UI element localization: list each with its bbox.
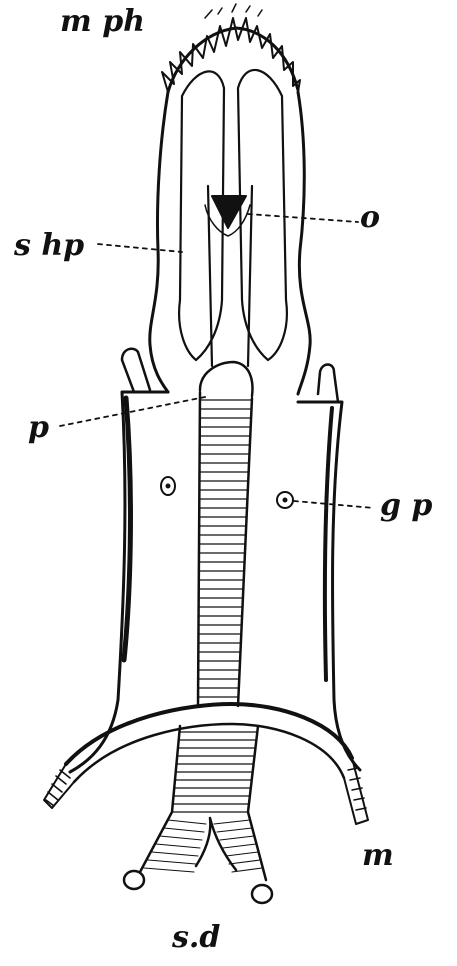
duct-branches-outline: [138, 724, 268, 882]
pore-right: [276, 491, 294, 509]
duct-ring: [216, 827, 253, 833]
label-o: o: [360, 200, 381, 235]
mouth-opening: [211, 195, 247, 229]
pad: [198, 360, 254, 398]
inner-plate-right: [236, 68, 288, 362]
duct-ring: [147, 859, 197, 865]
duct-ring: [228, 859, 261, 865]
fringe-left: [43, 763, 75, 809]
duct-ring: [231, 867, 263, 873]
label-mph: m ph: [60, 4, 145, 39]
duct-trunk-outline: [196, 390, 254, 708]
duct-tip-left: [122, 869, 146, 891]
inner-plate-left: [178, 70, 226, 362]
duct-ring: [219, 835, 255, 841]
duct-ring: [163, 827, 205, 833]
fringe-right: [343, 757, 369, 825]
crossbar: [64, 702, 354, 766]
duct-tip-right: [250, 883, 274, 905]
duct-ring: [225, 851, 259, 857]
duct-ring: [155, 843, 201, 849]
duct-ring: [143, 867, 195, 873]
shoulder-knob-right: [316, 363, 340, 404]
shoulder-knob-left: [120, 347, 152, 394]
label-gp: g p: [380, 488, 433, 523]
head-outline: [148, 90, 312, 396]
duct-ring: [167, 819, 207, 825]
label-sd: s.d: [172, 920, 221, 955]
pore-left: [160, 476, 176, 496]
body-plate: [68, 390, 362, 774]
label-shp: s hp: [14, 228, 85, 263]
spiny-crown: [161, 3, 301, 94]
label-p: p: [28, 410, 49, 445]
label-m: m: [362, 838, 394, 873]
duct-ring: [222, 843, 257, 849]
duct-ring: [151, 851, 199, 857]
silk-duct: [122, 390, 274, 905]
duct-ring: [159, 835, 203, 841]
leader-lines: [59, 213, 375, 509]
duct-ring: [213, 819, 251, 825]
